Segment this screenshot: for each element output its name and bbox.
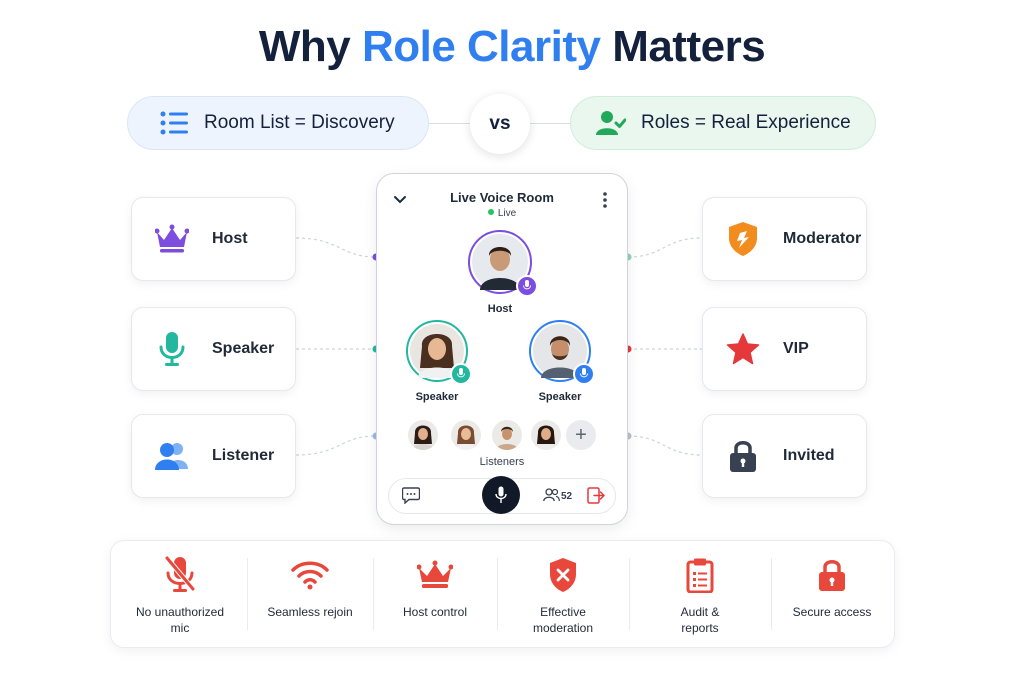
benefit-effective-moderation: Effective moderation [503, 540, 623, 648]
role-card-moderator: Moderator [702, 197, 867, 281]
role-card-vip: VIP [702, 307, 867, 391]
benefit-divider [373, 558, 374, 630]
benefit-label: No unauthorized mic [135, 605, 225, 635]
add-listener-button[interactable]: + [566, 420, 596, 450]
benefit-seamless-rejoin: Seamless rejoin [252, 540, 368, 648]
role-label-vip: VIP [783, 340, 809, 357]
shield-icon [725, 221, 761, 257]
room-list-label: Room List = Discovery [204, 112, 395, 133]
room-list-pill: Room List = Discovery [127, 96, 429, 150]
list-icon [158, 107, 190, 139]
benefit-label: Seamless rejoin [267, 605, 353, 619]
benefit-label: Host control [402, 605, 468, 619]
benefit-label: Audit & reports [680, 605, 720, 635]
crown-icon [417, 556, 453, 594]
host-avatar[interactable] [468, 230, 532, 294]
more-options-icon[interactable] [603, 192, 607, 213]
benefit-host-control: Host control [377, 540, 493, 648]
chat-icon[interactable] [401, 487, 421, 509]
benefit-label: Secure access [792, 605, 872, 619]
role-label-host: Host [212, 230, 248, 247]
role-card-host: Host [131, 197, 296, 281]
host-label: Host [487, 303, 513, 315]
title-suffix: Matters [612, 22, 766, 71]
listener-avatar[interactable] [492, 420, 522, 450]
vs-connector-left [429, 123, 471, 124]
speaker2-label: Speaker [538, 391, 582, 403]
role-label-moderator: Moderator [783, 230, 862, 247]
live-dot [487, 209, 494, 215]
benefit-audit-reports: Audit & reports [641, 540, 759, 648]
mic-off-icon [165, 556, 195, 594]
vs-connector-right [530, 123, 570, 124]
lock-icon [725, 438, 761, 474]
lock-icon [818, 556, 846, 594]
room-title: Live Voice Room [450, 190, 554, 205]
benefit-divider [771, 558, 772, 630]
role-card-speaker: Speaker [131, 307, 296, 391]
roles-pill: Roles = Real Experience [570, 96, 876, 150]
star-icon [725, 331, 761, 367]
wifi-icon [291, 556, 329, 594]
benefits-panel [110, 540, 895, 648]
benefit-divider [497, 558, 498, 630]
host-face-icon [472, 234, 528, 290]
leave-room-icon[interactable] [587, 487, 605, 509]
benefit-no-unauthorized-mic: No unauthorized mic [120, 540, 240, 648]
user-check-icon [595, 107, 627, 139]
listener-avatar[interactable] [531, 420, 561, 450]
listeners-label: Listeners [479, 456, 525, 468]
role-label-speaker: Speaker [212, 340, 275, 357]
roles-label: Roles = Real Experience [641, 112, 851, 133]
title-accent: Role Clarity [361, 22, 601, 71]
page-title: Why Role Clarity Matters [0, 22, 1024, 72]
role-card-invited: Invited [702, 414, 867, 498]
benefit-label: Effective moderation [532, 605, 594, 635]
crown-icon [154, 221, 190, 257]
participant-count: 52 [561, 491, 573, 502]
host-mic-icon [516, 275, 538, 297]
speaker-face-icon [533, 324, 587, 378]
benefit-secure-access: Secure access [776, 540, 888, 648]
chevron-down-icon[interactable] [393, 192, 407, 210]
speaker-avatar-1[interactable] [406, 320, 468, 382]
speaker2-mic-icon [573, 363, 595, 385]
role-label-listener: Listener [212, 447, 275, 464]
clipboard-icon [686, 556, 714, 594]
speaker1-mic-icon [450, 363, 472, 385]
mic-toggle-button[interactable] [482, 476, 520, 514]
benefit-divider [247, 558, 248, 630]
speaker1-label: Speaker [415, 391, 459, 403]
users-icon [154, 438, 190, 474]
live-status: Live [377, 208, 627, 219]
role-label-invited: Invited [783, 447, 835, 464]
participants-icon[interactable] [543, 488, 560, 507]
vs-badge: vs [470, 94, 530, 154]
speaker-face-icon [410, 324, 464, 378]
role-card-listener: Listener [131, 414, 296, 498]
title-prefix: Why [258, 22, 351, 71]
listener-avatar[interactable] [408, 420, 438, 450]
speaker-avatar-2[interactable] [529, 320, 591, 382]
live-label: Live [497, 208, 517, 219]
microphone-icon [154, 331, 190, 367]
shield-x-icon [548, 556, 578, 594]
microphone-icon [495, 486, 507, 503]
benefit-divider [629, 558, 630, 630]
listener-avatar[interactable] [451, 420, 481, 450]
